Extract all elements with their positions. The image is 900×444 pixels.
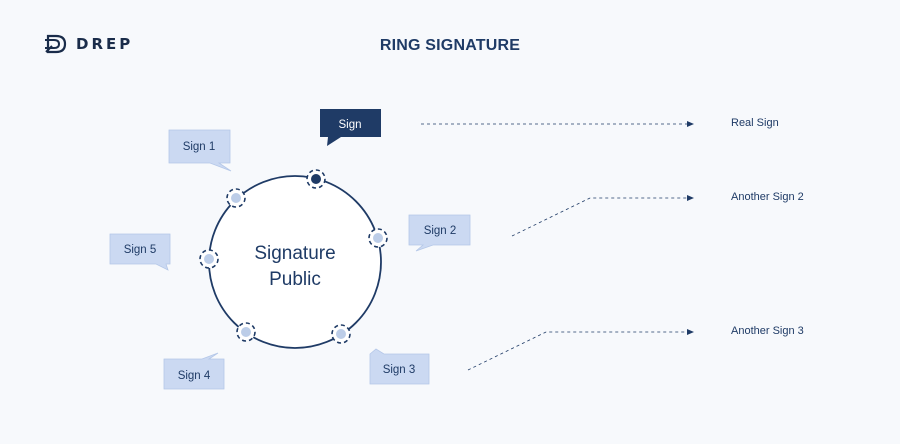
bubble-sign: Sign [320, 109, 381, 146]
ring-center-line2: Public [269, 269, 321, 290]
drep-logo-icon [45, 34, 67, 54]
bubble-sign5: Sign 5 [109, 233, 171, 271]
ring-node-5 [199, 249, 219, 269]
ring-node-4 [236, 322, 256, 342]
ring-node-2 [368, 228, 388, 248]
page-title: RING SIGNATURE [379, 37, 521, 54]
arrow-another-sign-3 [467, 329, 694, 371]
label-another-sign-2: Another Sign 2 [731, 191, 804, 203]
bubble-sign4: Sign 4 [163, 352, 225, 390]
ring-node-real [306, 169, 326, 189]
bubble-sign3: Sign 3 [369, 348, 430, 385]
label-real-sign: Real Sign [731, 117, 779, 129]
arrow-another-sign-2 [511, 195, 694, 237]
ring-node-1 [226, 188, 246, 208]
bubble-sign1: Sign 1 [168, 129, 232, 172]
bubble-sign3-label: Sign 3 [383, 364, 416, 376]
brand-name: DREP [76, 35, 134, 53]
bubble-sign4-label: Sign 4 [178, 370, 211, 382]
bubble-sign2: Sign 2 [408, 214, 471, 252]
arrow-real-sign [421, 121, 694, 127]
ring-center-line1: Signature [254, 243, 335, 264]
bubble-sign2-label: Sign 2 [424, 225, 457, 237]
label-another-sign-3: Another Sign 3 [731, 325, 804, 337]
bubble-sign-label: Sign [338, 119, 361, 131]
bubble-sign1-label: Sign 1 [183, 141, 216, 153]
bubble-sign5-label: Sign 5 [124, 244, 157, 256]
ring-node-3 [331, 324, 351, 344]
brand-logo: DREP [44, 34, 133, 54]
